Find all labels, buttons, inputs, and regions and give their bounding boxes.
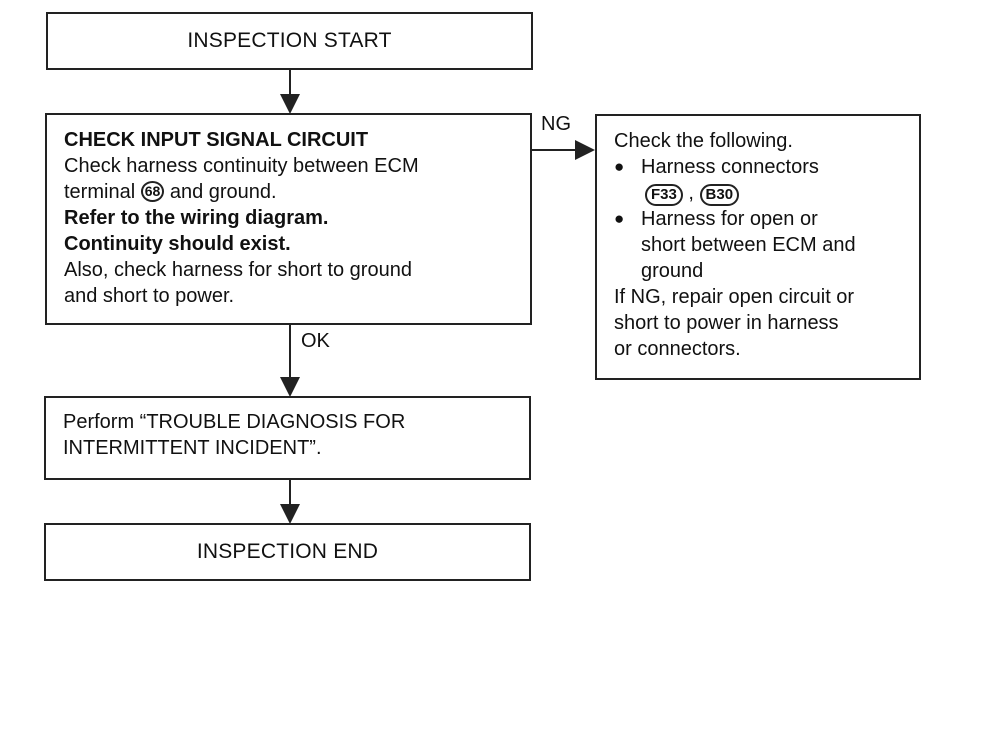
inspection-end-box: INSPECTION END (44, 523, 531, 581)
ng-check-box: Check the following. ● Harness connector… (595, 114, 921, 380)
inspection-end-label: INSPECTION END (196, 540, 379, 563)
check-reference: Refer to the wiring diagram. (64, 207, 329, 229)
connector-list: F33 , B30 (641, 180, 819, 206)
check-also1: Also, check harness for short to ground (64, 259, 412, 281)
perform-box: Perform “TROUBLE DIAGNOSIS FOR INTERMITT… (44, 396, 531, 480)
bullet-dot-icon: ● (614, 157, 625, 176)
connector-badge-1: F33 (645, 184, 683, 206)
connector-sep: , (688, 182, 694, 204)
ng-bullet-1: ● Harness connectors F33 , B30 (614, 154, 919, 206)
ng-bullet2-line2: short between ECM and (641, 234, 856, 256)
check-line2: terminal 68 and ground. (64, 179, 530, 205)
check-input-signal-box: CHECK INPUT SIGNAL CIRCUIT Check harness… (45, 113, 532, 325)
ng-bullet-2: ● Harness for open or short between ECM … (614, 206, 919, 284)
bullet-dot-icon: ● (614, 209, 625, 228)
ng-repair3: or connectors. (614, 338, 741, 360)
ng-label: NG (541, 113, 571, 135)
ng-bullet2-line1: Harness for open or (641, 208, 818, 230)
inspection-start-label: INSPECTION START (187, 29, 392, 52)
perform-line2: INTERMITTENT INCIDENT”. (63, 437, 322, 459)
check-title: CHECK INPUT SIGNAL CIRCUIT (64, 129, 369, 151)
check-continuity: Continuity should exist. (64, 233, 291, 255)
ng-repair1: If NG, repair open circuit or (614, 286, 855, 308)
connector-badge-2: B30 (699, 184, 740, 206)
check-also2: and short to power. (64, 285, 235, 307)
check-line2-post: and ground. (169, 181, 277, 203)
check-line1: Check harness continuity between ECM (64, 155, 419, 177)
ng-intro: Check the following. (614, 130, 793, 152)
inspection-start-box: INSPECTION START (46, 12, 533, 70)
perform-line1: Perform “TROUBLE DIAGNOSIS FOR (63, 411, 406, 433)
ng-bullet2-line3: ground (641, 260, 704, 282)
terminal-number-badge: 68 (140, 181, 165, 202)
ng-repair2: short to power in harness (614, 312, 839, 334)
check-line2-pre: terminal (64, 181, 136, 203)
ok-label: OK (301, 330, 330, 352)
ng-bullet1-text: Harness connectors (641, 156, 819, 178)
